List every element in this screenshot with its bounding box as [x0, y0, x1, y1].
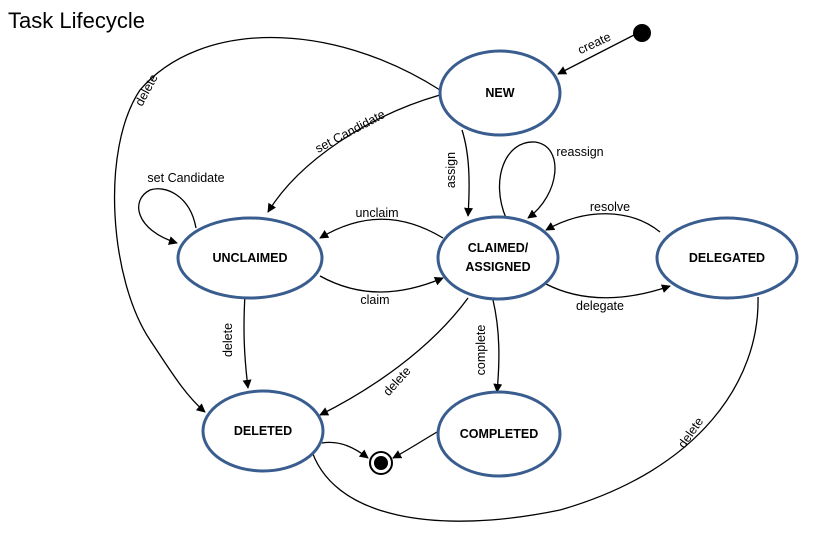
- edge-create: [557, 33, 637, 75]
- label-unclaim: unclaim: [355, 206, 398, 220]
- state-delegated: DELEGATED: [655, 216, 799, 300]
- label-delete-unclaimed: delete: [221, 323, 235, 357]
- state-unclaimed: UNCLAIMED: [176, 216, 324, 300]
- label-reassign: reassign: [556, 145, 603, 159]
- state-claimed-label-line2: ASSIGNED: [465, 260, 530, 274]
- edge-complete: [492, 299, 503, 393]
- state-deleted: DELETED: [201, 389, 325, 473]
- state-claimed-assigned: CLAIMED/ ASSIGNED: [436, 215, 560, 301]
- label-create: create: [576, 30, 613, 57]
- label-assign: assign: [444, 152, 458, 188]
- edge-set-candidate-new: [267, 94, 441, 213]
- initial-node: [633, 24, 651, 42]
- label-delete-claimed: delete: [380, 364, 413, 399]
- edge-assign: [461, 129, 474, 217]
- label-delegate: delegate: [576, 299, 624, 313]
- edge-unclaim: [319, 218, 444, 239]
- label-set-candidate-new: set Candidate: [313, 107, 388, 156]
- label-complete: complete: [474, 325, 488, 376]
- edge-claim: [319, 275, 444, 293]
- label-claim: claim: [360, 293, 389, 307]
- state-completed: COMPLETED: [436, 390, 562, 478]
- state-claimed-label-line1: CLAIMED/: [468, 241, 529, 255]
- label-resolve: resolve: [590, 200, 630, 214]
- state-deleted-label: DELETED: [234, 424, 292, 438]
- edge-resolve: [545, 213, 661, 233]
- edge-delete-delegated: [307, 296, 759, 522]
- label-set-candidate-self: set Candidate: [147, 171, 224, 185]
- state-new: NEW: [438, 49, 562, 137]
- diagram-title: Task Lifecycle: [8, 8, 145, 33]
- state-new-label: NEW: [485, 86, 514, 100]
- final-node-inner: [374, 456, 388, 470]
- state-completed-label: COMPLETED: [460, 427, 538, 441]
- edge-delete-new: [113, 36, 441, 413]
- edge-delete-claimed: [319, 297, 469, 416]
- label-delete-delegated: delete: [675, 415, 706, 451]
- edge-set-candidate-self: [138, 188, 197, 245]
- edge-delegate: [545, 283, 671, 299]
- label-delete-new: delete: [132, 72, 160, 109]
- state-delegated-label: DELEGATED: [689, 251, 765, 265]
- edge-delete-unclaimed: [242, 293, 252, 389]
- edge-completed-final: [392, 431, 438, 459]
- edge-deleted-final: [321, 441, 369, 459]
- edge-reassign: [498, 141, 556, 219]
- state-unclaimed-label: UNCLAIMED: [213, 251, 288, 265]
